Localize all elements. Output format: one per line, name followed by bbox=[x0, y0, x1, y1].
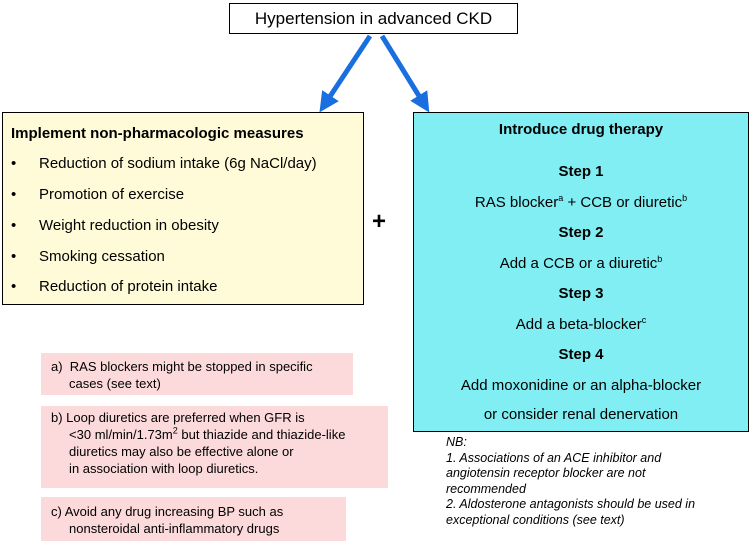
bullet-icon: • bbox=[11, 278, 17, 295]
nonpharm-item: • Weight reduction in obesity bbox=[11, 217, 219, 234]
step-1-text: RAS blockera + CCB or diureticb bbox=[414, 193, 748, 212]
nb-line: 1. Associations of an ACE inhibitor and bbox=[446, 450, 662, 465]
footnote-c: c) Avoid any drug increasing BP such as … bbox=[41, 497, 346, 541]
footnote-a-line: a) RAS blockers might be stopped in spec… bbox=[51, 359, 313, 374]
footnote-b-line: <30 ml/min/1.73m2 but thiazide and thiaz… bbox=[51, 426, 388, 443]
footnote-marker: b bbox=[657, 254, 663, 264]
nb-line: exceptional conditions (see text) bbox=[446, 512, 625, 527]
footnote-c-line: nonsteroidal anti-inflammatory drugs bbox=[51, 521, 280, 536]
step-1-text-b: + CCB or diuretic bbox=[563, 194, 683, 211]
step-3-text-a: Add a beta-blocker bbox=[515, 316, 642, 333]
step-4-line-1: Add moxonidine or an alpha-blocker bbox=[460, 377, 702, 394]
step-1-title: Step 1 bbox=[558, 163, 604, 180]
step-2-title: Step 2 bbox=[558, 224, 604, 241]
nb-label: NB: bbox=[446, 435, 467, 449]
footnote-b-text: <30 ml/min/1.73m bbox=[51, 427, 173, 442]
drug-heading: Introduce drug therapy bbox=[498, 121, 664, 138]
nonpharm-item: • Promotion of exercise bbox=[11, 186, 184, 203]
title-box: Hypertension in advanced CKD bbox=[229, 3, 518, 34]
footnote-b-line: b) Loop diuretics are preferred when GFR… bbox=[51, 410, 305, 425]
footnote-c-line: c) Avoid any drug increasing BP such as bbox=[51, 504, 284, 519]
nonpharm-heading: Implement non-pharmacologic measures bbox=[11, 125, 304, 142]
nb-line: 2. Aldosterone antagonists should be use… bbox=[446, 497, 696, 511]
footnote-marker: b bbox=[682, 193, 688, 203]
nb-note: NB: 1. Associations of an ACE inhibitor … bbox=[446, 435, 746, 528]
nonpharm-item-text: Weight reduction in obesity bbox=[39, 217, 219, 234]
footnote-b-line: in association with loop diuretics. bbox=[51, 461, 259, 476]
arrow-left bbox=[319, 34, 373, 113]
nonpharm-item: • Smoking cessation bbox=[11, 248, 165, 265]
nonpharm-item-text: Promotion of exercise bbox=[39, 186, 185, 203]
step-2-text-a: Add a CCB or a diuretic bbox=[499, 255, 658, 272]
nonpharm-item: • Reduction of protein intake bbox=[11, 278, 217, 295]
arrow-right bbox=[379, 34, 430, 113]
footnote-a-line: cases (see text) bbox=[51, 376, 161, 391]
bullet-icon: • bbox=[11, 217, 17, 234]
footnote-marker: c bbox=[641, 315, 647, 325]
footnote-a: a) RAS blockers might be stopped in spec… bbox=[41, 353, 353, 395]
nonpharm-item-text: Reduction of sodium intake (6g NaCl/day) bbox=[39, 155, 317, 172]
footnote-marker: a bbox=[558, 193, 564, 203]
nonpharm-box: Implement non-pharmacologic measures • Re… bbox=[2, 112, 364, 305]
footnote-b: b) Loop diuretics are preferred when GFR… bbox=[41, 406, 388, 488]
bullet-icon: • bbox=[11, 248, 17, 265]
nb-line: recommended bbox=[446, 481, 526, 496]
bullet-icon: • bbox=[11, 155, 17, 172]
drug-therapy-box: Introduce drug therapy Step 1 RAS blocke… bbox=[413, 112, 749, 432]
superscript: 2 bbox=[172, 425, 178, 436]
footnote-b-line: diuretics may also be effective alone or bbox=[51, 444, 294, 459]
nonpharm-item: • Reduction of sodium intake (6g NaCl/day… bbox=[11, 155, 317, 172]
bullet-icon: • bbox=[11, 186, 17, 203]
nonpharm-item-text: Reduction of protein intake bbox=[39, 278, 218, 295]
step-2-text: Add a CCB or a diureticb bbox=[414, 254, 748, 273]
plus-sign: + bbox=[372, 208, 387, 235]
step-1-text-a: RAS blocker bbox=[474, 194, 559, 211]
step-3-text: Add a beta-blockerc bbox=[414, 315, 748, 334]
step-3-title: Step 3 bbox=[558, 285, 604, 302]
diagram-title: Hypertension in advanced CKD bbox=[254, 8, 493, 28]
step-4-line-2: or consider renal denervation bbox=[483, 406, 679, 423]
footnote-b-text: but thiazide and thiazide-like bbox=[177, 427, 346, 442]
nonpharm-item-text: Smoking cessation bbox=[39, 248, 165, 265]
nb-line: angiotensin receptor blocker are not bbox=[446, 466, 646, 480]
step-4-title: Step 4 bbox=[558, 346, 604, 363]
